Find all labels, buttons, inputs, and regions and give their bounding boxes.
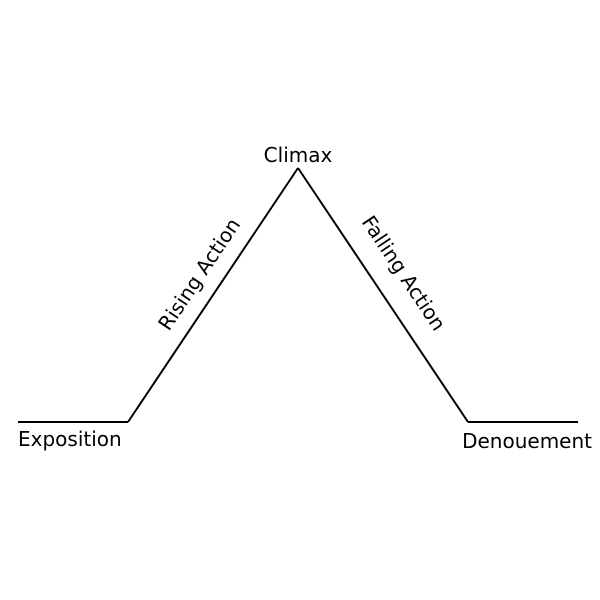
- exposition-label: Exposition: [18, 427, 122, 451]
- denouement-label: Denouement: [462, 429, 592, 453]
- falling-action-label: Falling Action: [357, 211, 451, 335]
- rising-action-line: [127, 167, 299, 423]
- falling-action-line: [297, 167, 469, 423]
- climax-label: Climax: [264, 143, 333, 167]
